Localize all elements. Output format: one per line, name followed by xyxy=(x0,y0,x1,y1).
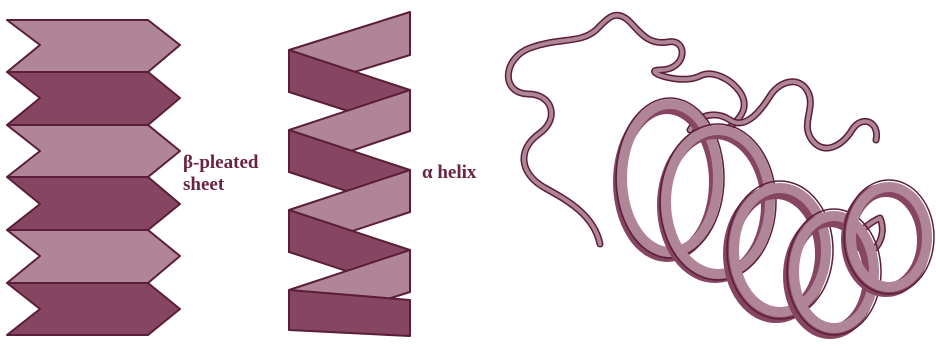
sheet-panel-light-2 xyxy=(7,125,180,177)
ribbon-turn-3-front xyxy=(734,188,826,312)
beta-pleated-sheet-label: β-pleated sheet xyxy=(183,152,258,196)
beta-pleated-sheet xyxy=(7,20,180,335)
alpha-helix xyxy=(289,12,410,336)
alpha-helix-label: α helix xyxy=(422,162,476,184)
sheet-panel-dark-1 xyxy=(7,72,180,125)
beta-label-line-2: sheet xyxy=(183,174,258,196)
sheet-panel-light-1 xyxy=(7,20,180,72)
helix-ribbon xyxy=(616,98,934,335)
beta-label-line-1: β-pleated xyxy=(183,152,258,174)
sheet-panel-light-3 xyxy=(7,230,180,283)
sheet-panel-dark-2 xyxy=(7,177,180,230)
sheet-panel-dark-3 xyxy=(7,283,180,335)
